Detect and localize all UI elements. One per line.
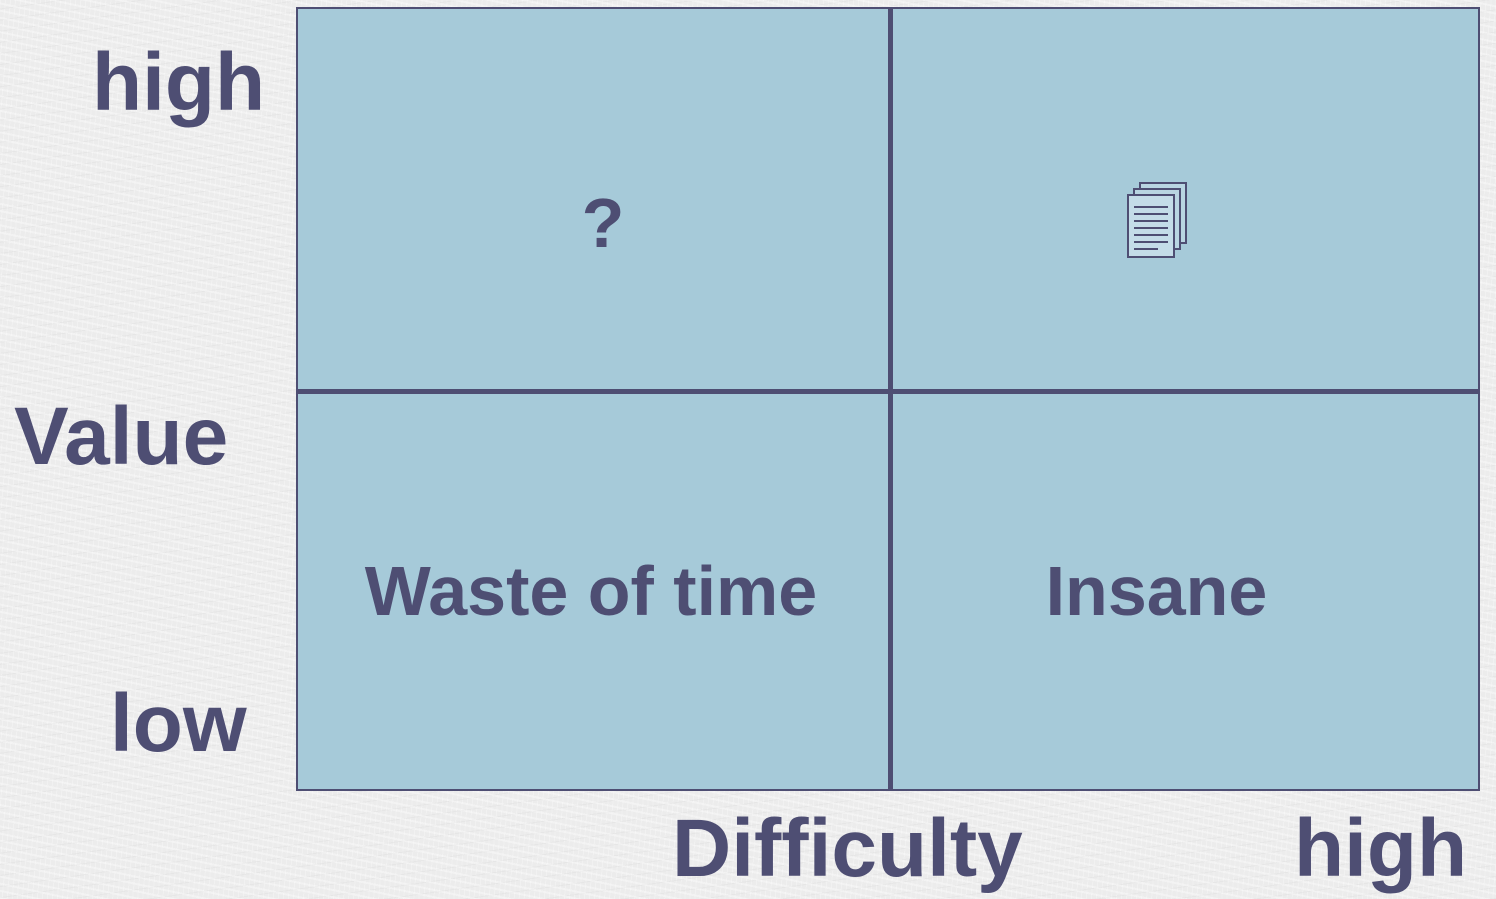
quadrant-label-question: ?: [581, 184, 625, 262]
x-axis-title: Difficulty: [672, 803, 1023, 894]
document-stack-icon: [1126, 181, 1190, 266]
quadrant-label-waste-of-time: Waste of time: [364, 551, 818, 630]
x-axis-high-label: high: [1294, 803, 1468, 894]
value-difficulty-matrix: ? Waste of time Insane: [296, 7, 1480, 791]
y-axis-low-label: low: [110, 678, 247, 769]
y-axis-high-label: high: [92, 37, 266, 128]
quadrant-low-value-high-difficulty: Insane: [893, 394, 1480, 791]
y-axis-title: Value: [14, 391, 229, 482]
vertical-divider: [888, 9, 893, 789]
horizontal-divider: [298, 389, 1478, 394]
quadrant-label-insane: Insane: [1045, 551, 1268, 630]
quadrant-high-value-low-difficulty: ?: [298, 9, 888, 389]
quadrant-low-value-low-difficulty: Waste of time: [298, 394, 888, 791]
quadrant-high-value-high-difficulty: [893, 9, 1480, 389]
